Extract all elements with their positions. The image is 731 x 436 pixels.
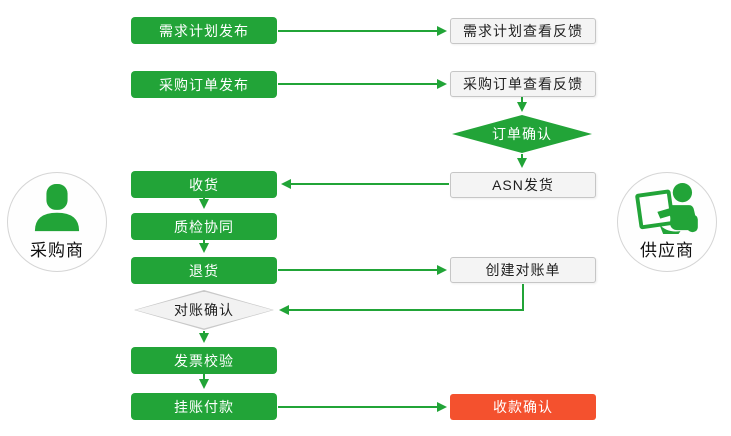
node-order-confirm: 订单确认: [452, 115, 592, 153]
node-invoice-check: 发票校验: [131, 347, 277, 374]
node-quality-collab: 质检协同: [131, 213, 277, 240]
actor-supplier: 供应商: [617, 172, 717, 272]
person-at-computer-icon: [635, 182, 698, 234]
person-icon: [34, 183, 80, 232]
node-reconcile-confirm: 对账确认: [134, 290, 274, 330]
node-payment-on-account: 挂账付款: [131, 393, 277, 420]
node-order-confirm-label: 订单确认: [492, 126, 552, 142]
node-reconcile-confirm-label: 对账确认: [174, 302, 234, 318]
node-receive-goods: 收货: [131, 171, 277, 198]
node-return-goods: 退货: [131, 257, 277, 284]
node-create-statement: 创建对账单: [450, 257, 596, 283]
node-demand-plan-publish: 需求计划发布: [131, 17, 277, 44]
node-po-publish: 采购订单发布: [131, 71, 277, 98]
node-receipt-confirm: 收款确认: [450, 394, 596, 420]
actor-supplier-label: 供应商: [640, 241, 694, 260]
actor-buyer-label: 采购商: [30, 241, 84, 260]
node-asn-ship: ASN发货: [450, 172, 596, 198]
node-demand-plan-feedback: 需求计划查看反馈: [450, 18, 596, 44]
actor-buyer: 采购商: [7, 172, 107, 272]
node-po-feedback: 采购订单查看反馈: [450, 71, 596, 97]
